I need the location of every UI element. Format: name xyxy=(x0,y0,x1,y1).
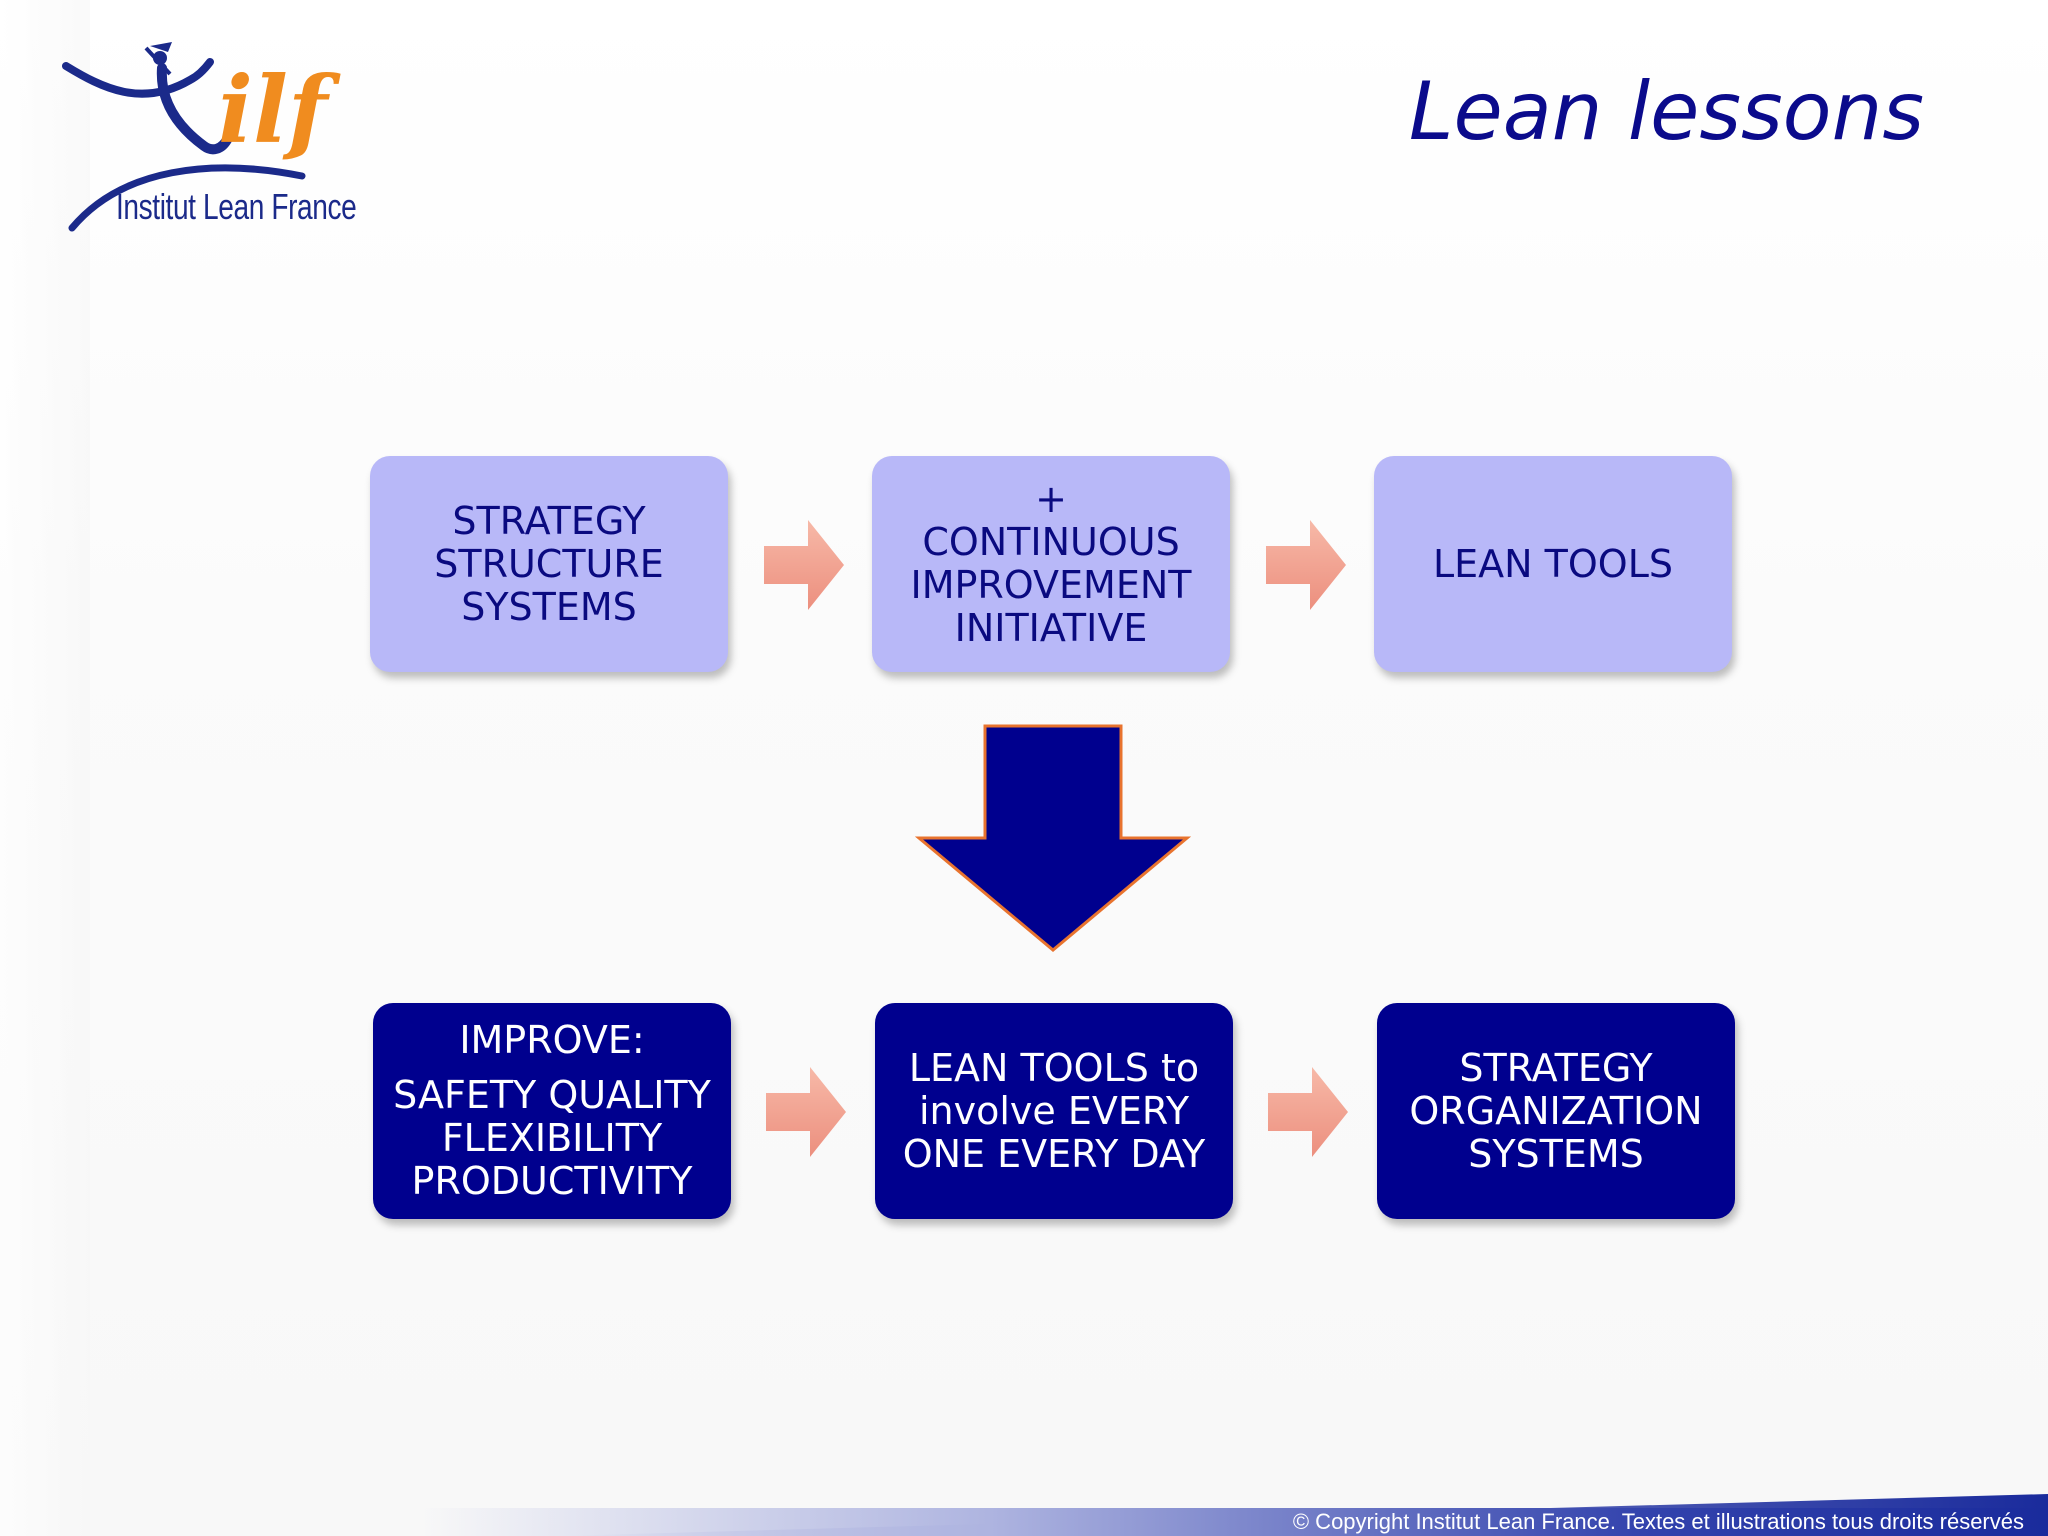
box-line: SYSTEMS xyxy=(1468,1131,1644,1176)
box-lean-tools: LEAN TOOLS xyxy=(1374,456,1732,672)
box-line: INITIATIVE xyxy=(954,606,1148,650)
right-arrow-icon xyxy=(766,1067,846,1157)
box-strategy-structure-systems: STRATEGY STRUCTURE SYSTEMS xyxy=(370,456,728,672)
box-line: ONE EVERY DAY xyxy=(902,1131,1206,1176)
box-strategy-organization-systems: STRATEGY ORGANIZATION SYSTEMS xyxy=(1377,1003,1735,1219)
box-line: SAFETY QUALITY xyxy=(393,1073,711,1117)
copyright-text: © Copyright Institut Lean France. Textes… xyxy=(1292,1509,2024,1534)
logo-mark: ilf xyxy=(218,56,341,164)
box-line: FLEXIBILITY xyxy=(441,1116,663,1160)
box-line: IMPROVEMENT xyxy=(910,563,1192,607)
box-line: + xyxy=(1035,477,1067,521)
box-improve: IMPROVE: SAFETY QUALITY FLEXIBILITY PROD… xyxy=(373,1003,731,1219)
box-line: LEAN TOOLS to xyxy=(908,1045,1200,1090)
right-arrow-icon xyxy=(1268,1067,1348,1157)
logo-name: Institut Lean France xyxy=(116,186,357,227)
box-line: SYSTEMS xyxy=(461,584,637,629)
right-arrow-icon xyxy=(764,520,844,610)
box-line: involve EVERY xyxy=(918,1088,1190,1133)
footer-band xyxy=(420,1508,2048,1536)
box-heading: IMPROVE: xyxy=(459,1018,645,1062)
box-line: STRATEGY xyxy=(1459,1045,1653,1090)
slide-title: Lean lessons xyxy=(1408,65,1924,158)
ilf-logo: ilf Institut Lean France xyxy=(62,38,382,238)
box-lean-tools-every-day: LEAN TOOLS to involve EVERY ONE EVERY DA… xyxy=(875,1003,1233,1219)
box-continuous-improvement: + CONTINUOUS IMPROVEMENT INITIATIVE xyxy=(872,456,1230,672)
left-shade xyxy=(0,0,90,1536)
box-line: PRODUCTIVITY xyxy=(411,1159,693,1203)
box-line: ORGANIZATION xyxy=(1409,1088,1703,1133)
right-arrow-icon xyxy=(1266,520,1346,610)
box-line: STRUCTURE xyxy=(434,541,664,586)
logo-figure-icon: ilf xyxy=(62,42,341,232)
box-line: STRATEGY xyxy=(452,498,646,543)
box-line: CONTINUOUS xyxy=(922,520,1180,564)
box-line: LEAN TOOLS xyxy=(1432,541,1673,586)
down-arrow-icon xyxy=(915,724,1191,952)
